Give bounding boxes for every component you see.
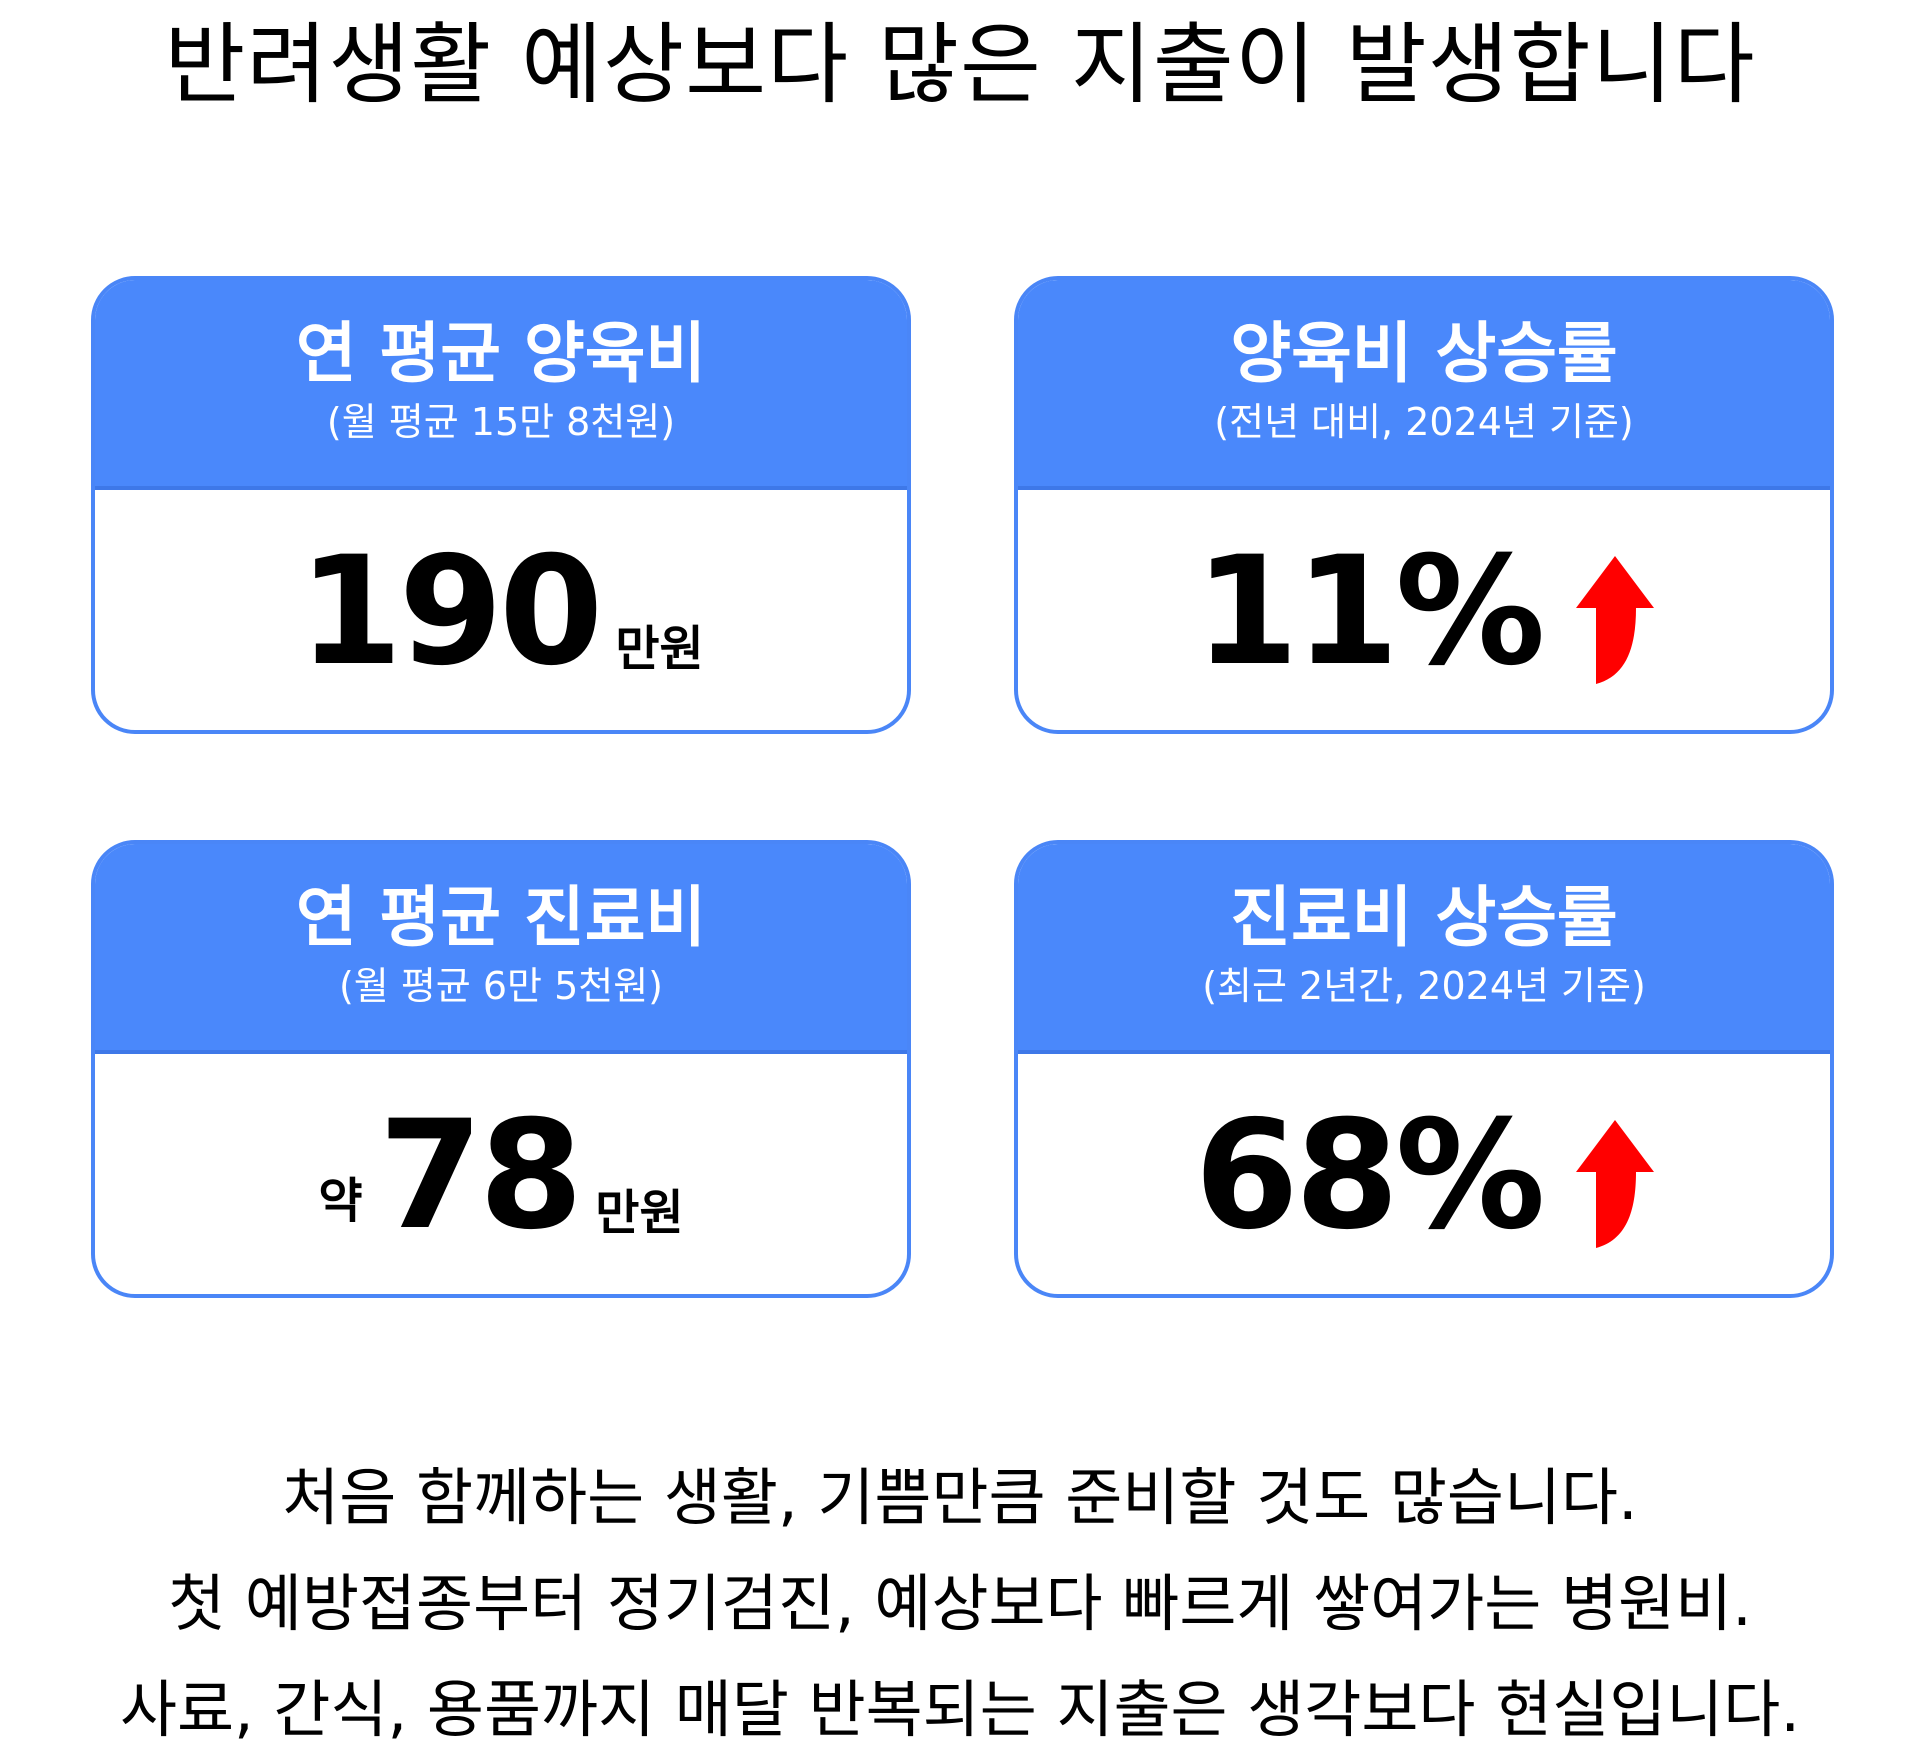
card-body: 190 만원 (95, 490, 907, 730)
card-body: 11% (1018, 490, 1830, 730)
card-header: 연 평균 양육비 (월 평균 15만 8천원) (95, 280, 907, 490)
up-arrow-icon (1575, 1120, 1654, 1248)
up-arrow-icon (1575, 556, 1654, 684)
card-annual-vet-cost: 연 평균 진료비 (월 평균 6만 5천원) 약 78 만원 (91, 840, 911, 1298)
card-vet-cost-growth: 진료비 상승률 (최근 2년간, 2024년 기준) 68% (1014, 840, 1834, 1298)
card-subtitle: (최근 2년간, 2024년 기준) (1202, 963, 1646, 1008)
card-header: 진료비 상승률 (최근 2년간, 2024년 기준) (1018, 844, 1830, 1054)
footer-text: 처음 함께하는 생활, 기쁨만큼 준비할 것도 많습니다. 첫 예방접종부터 정… (0, 1445, 1920, 1763)
card-prefix: 약 (318, 1173, 363, 1229)
card-value: 78 (378, 1089, 584, 1263)
card-title: 연 평균 양육비 (295, 315, 707, 392)
card-title: 연 평균 진료비 (295, 879, 707, 956)
card-subtitle: (전년 대비, 2024년 기준) (1214, 399, 1634, 444)
card-header: 양육비 상승률 (전년 대비, 2024년 기준) (1018, 280, 1830, 490)
card-body: 약 78 만원 (95, 1054, 907, 1294)
card-body: 68% (1018, 1054, 1830, 1294)
card-unit: 만원 (595, 1185, 684, 1241)
footer-line: 첫 예방접종부터 정기검진, 예상보다 빠르게 쌓여가는 병원비. (168, 1567, 1752, 1640)
footer-line: 사료, 간식, 용품까지 매달 반복되는 지출은 생각보다 현실입니다. (119, 1673, 1801, 1746)
card-header: 연 평균 진료비 (월 평균 6만 5천원) (95, 844, 907, 1054)
card-title: 진료비 상승률 (1230, 879, 1618, 956)
card-value: 11% (1194, 525, 1545, 699)
page-title: 반려생활 예상보다 많은 지출이 발생합니다 (164, 13, 1756, 116)
card-subtitle: (월 평균 6만 5천원) (338, 963, 663, 1008)
card-value: 190 (298, 525, 603, 699)
card-care-cost-growth: 양육비 상승률 (전년 대비, 2024년 기준) 11% (1014, 276, 1834, 734)
card-annual-care-cost: 연 평균 양육비 (월 평균 15만 8천원) 190 만원 (91, 276, 911, 734)
footer-line: 처음 함께하는 생활, 기쁨만큼 준비할 것도 많습니다. (282, 1461, 1638, 1534)
card-subtitle: (월 평균 15만 8천원) (326, 399, 676, 444)
card-unit: 만원 (615, 621, 704, 677)
card-title: 양육비 상승률 (1230, 315, 1618, 392)
card-value: 68% (1194, 1089, 1545, 1263)
